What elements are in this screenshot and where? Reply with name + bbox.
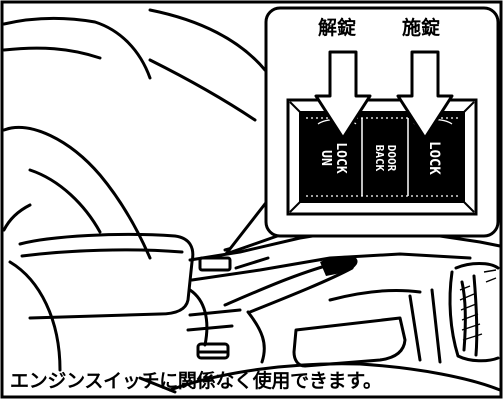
button-backdoor-line1: BACK bbox=[373, 145, 386, 172]
button-lock[interactable]: LOCK bbox=[426, 141, 442, 175]
button-unlock-line1: UN bbox=[318, 150, 333, 166]
button-unlock-line2: LOCK bbox=[333, 142, 348, 173]
brake-grip bbox=[320, 255, 358, 276]
lock-arrow-icon bbox=[396, 50, 454, 140]
button-lock-line1: LOCK bbox=[426, 141, 442, 175]
label-unlock: 解錠 bbox=[318, 17, 357, 39]
button-backdoor-line2: DOOR bbox=[385, 145, 398, 172]
caption-text: エンジンスイッチに関係なく使用できます。 bbox=[10, 370, 382, 392]
arrows bbox=[314, 50, 454, 140]
label-lock: 施錠 bbox=[402, 17, 441, 39]
shift-boot-hatch bbox=[459, 269, 497, 341]
unlock-arrow-icon bbox=[314, 50, 372, 140]
button-backdoor[interactable]: BACK DOOR bbox=[373, 145, 398, 172]
button-unlock[interactable]: UN LOCK bbox=[318, 142, 348, 173]
